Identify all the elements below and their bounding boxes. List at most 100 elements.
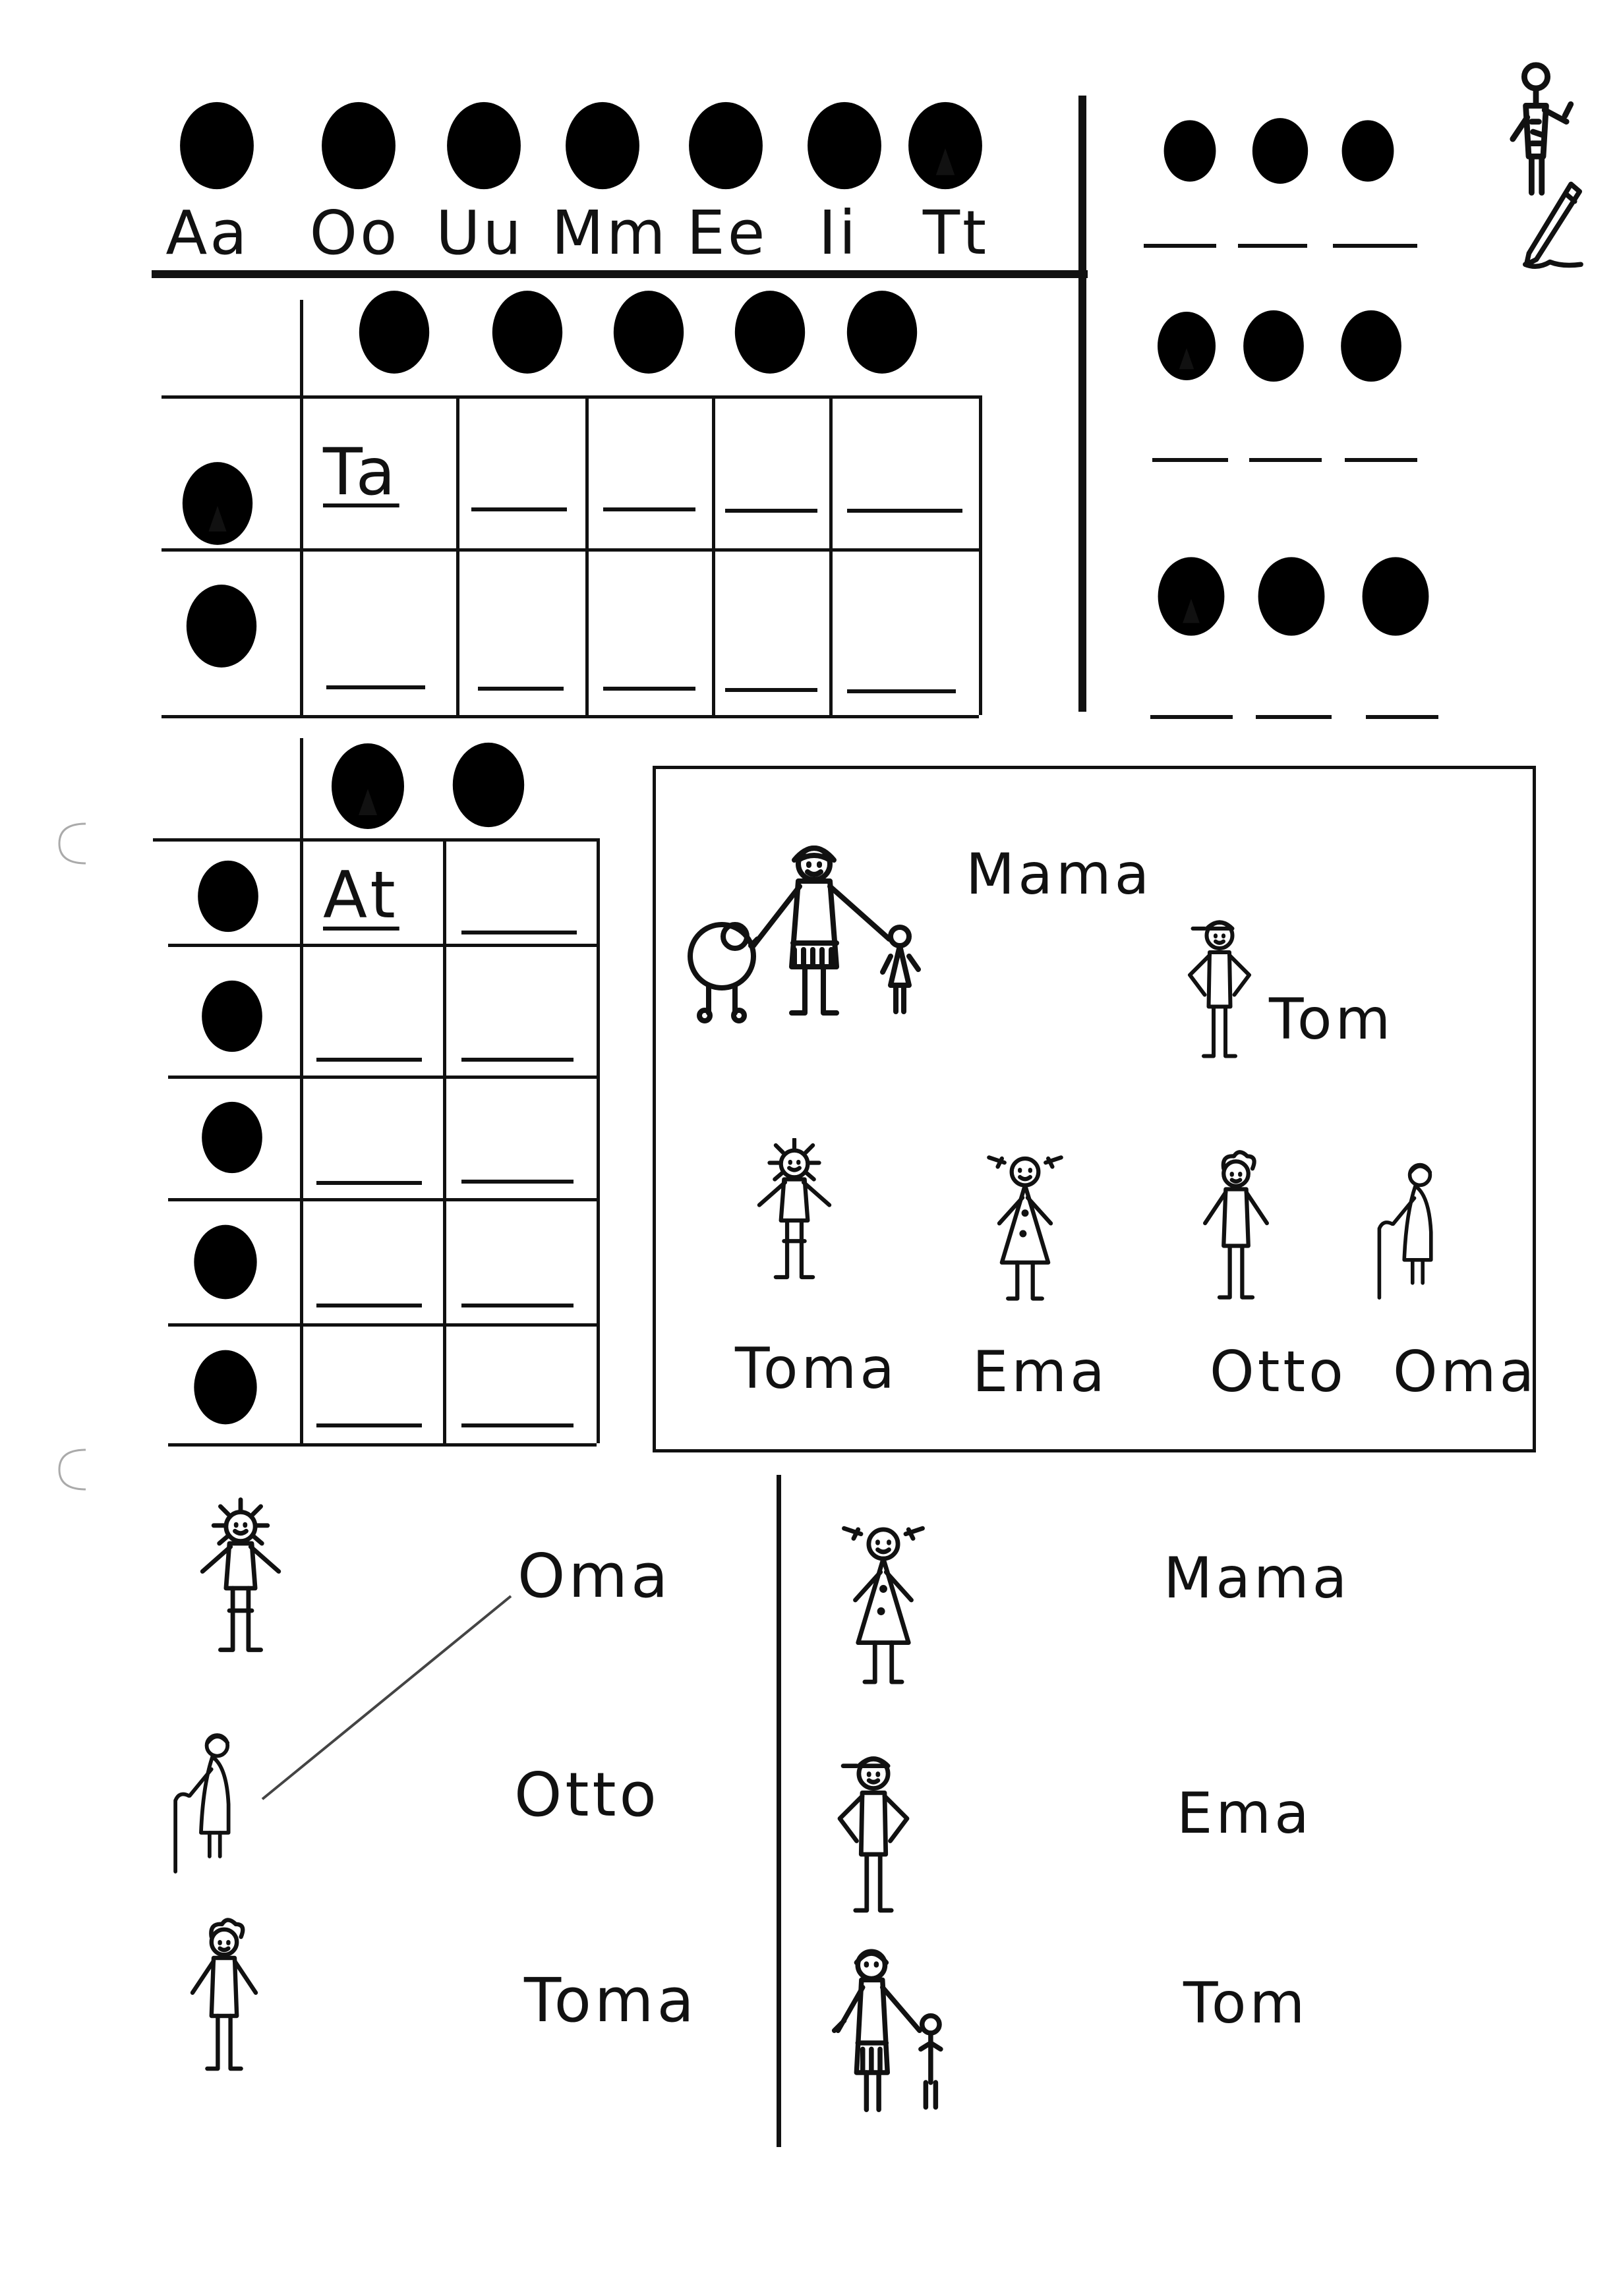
write-in-blank[interactable] (1345, 458, 1417, 462)
pen-icon (1510, 178, 1595, 277)
mouth-face-icon (199, 970, 265, 1062)
mouth-face-icon (318, 96, 399, 195)
name-label: Tom (1269, 987, 1394, 1052)
write-in-blank[interactable] (316, 1181, 422, 1185)
spiky-hair-child-figure-icon (742, 1138, 847, 1303)
table-rule (597, 838, 600, 1443)
mouth-face-icon (183, 579, 260, 674)
write-in-blank[interactable] (847, 689, 956, 693)
write-in-blank[interactable] (326, 685, 425, 689)
mouth-face-icon (446, 739, 531, 830)
name-label: Mama (966, 842, 1153, 907)
boy-with-cap-figure-icon (1170, 907, 1269, 1072)
mouth-face-icon (1162, 112, 1218, 190)
match-word: Toma (524, 1965, 697, 2036)
table-rule (300, 738, 303, 1443)
mouth-face-icon (905, 96, 986, 195)
example-syllable: At (323, 858, 399, 933)
boy-with-cap-figure-icon (817, 1740, 929, 1931)
mouth-face-icon (191, 1216, 260, 1308)
write-in-blank[interactable] (1366, 715, 1438, 719)
write-in-blank[interactable] (471, 507, 567, 511)
alphabet-letter: Mm (551, 198, 668, 268)
section-divider (152, 270, 1088, 278)
match-word: Mama (1163, 1545, 1351, 1611)
mouth-face-icon (444, 96, 524, 195)
alphabet-letter: Aa (165, 198, 250, 268)
write-in-blank[interactable] (1256, 715, 1332, 719)
mama-with-child-figure-icon (817, 1944, 962, 2142)
mouth-face-icon (195, 850, 261, 942)
mouth-face-icon (1255, 547, 1328, 646)
punch-hole-mark (58, 1449, 86, 1491)
write-in-blank[interactable] (725, 688, 817, 692)
write-in-blank[interactable] (603, 687, 695, 691)
mouth-face-icon (177, 96, 257, 195)
drawn-match-line[interactable] (257, 1588, 521, 1812)
write-in-blank[interactable] (1238, 244, 1307, 248)
mouth-face-icon (732, 285, 808, 380)
mouth-face-icon (1155, 300, 1218, 392)
girl-with-pigtails-figure-icon (972, 1151, 1078, 1316)
punch-hole-mark (58, 822, 86, 865)
section-divider (1078, 96, 1086, 712)
write-in-blank[interactable] (316, 1423, 422, 1427)
picture-box: Mama Tom Toma Ema Otto Oma (653, 766, 1536, 1452)
grandma-with-cane-figure-icon (1365, 1155, 1457, 1306)
table-rule (162, 548, 979, 552)
mouth-face-icon (1359, 547, 1432, 646)
table-rule (168, 944, 597, 947)
write-in-blank[interactable] (461, 1304, 574, 1307)
name-label: Toma (735, 1336, 898, 1402)
write-in-blank[interactable] (461, 931, 577, 934)
curly-hair-man-figure-icon (171, 1914, 277, 2086)
mouth-face-icon (804, 96, 885, 195)
write-in-blank[interactable] (316, 1058, 422, 1062)
table-rule (712, 395, 715, 715)
mouth-face-icon (844, 285, 920, 380)
alphabet-letter: Ii (818, 198, 859, 268)
mouth-face-icon (1250, 112, 1310, 190)
write-in-blank[interactable] (603, 507, 695, 511)
mouth-face-icon (686, 96, 766, 195)
alphabet-letter: Ee (686, 198, 768, 268)
table-rule (300, 300, 303, 715)
table-rule (153, 838, 599, 842)
table-rule (162, 395, 979, 399)
alphabet-letter: Oo (309, 198, 400, 268)
curly-hair-man-figure-icon (1183, 1148, 1289, 1313)
table-rule (162, 715, 979, 718)
mouth-face-icon (1155, 547, 1227, 646)
mouth-face-icon (179, 456, 256, 551)
write-in-blank[interactable] (1144, 244, 1216, 248)
write-in-blank[interactable] (461, 1423, 574, 1427)
table-rule (979, 395, 982, 715)
mouth-face-icon (489, 285, 566, 380)
name-label: Oma (1393, 1339, 1538, 1405)
mouth-face-icon (199, 1091, 265, 1184)
table-rule (168, 1198, 597, 1201)
table-rule (456, 395, 459, 715)
write-in-blank[interactable] (1333, 244, 1417, 248)
alphabet-letter: Uu (436, 198, 524, 268)
alphabet-letter: Tt (922, 198, 989, 268)
write-in-blank[interactable] (725, 509, 817, 513)
write-in-blank[interactable] (461, 1180, 574, 1184)
table-rule (168, 1076, 597, 1079)
mouth-face-icon (191, 1341, 260, 1433)
name-label: Otto (1210, 1339, 1347, 1405)
write-in-blank[interactable] (1152, 458, 1228, 462)
write-in-blank[interactable] (847, 509, 962, 513)
write-in-blank[interactable] (316, 1304, 422, 1307)
mouth-face-icon (610, 285, 687, 380)
table-rule (829, 395, 833, 715)
section-divider (777, 1475, 781, 2147)
mouth-face-icon (1338, 300, 1404, 392)
mouth-face-icon (1339, 112, 1396, 190)
write-in-blank[interactable] (1150, 715, 1233, 719)
write-in-blank[interactable] (1249, 458, 1322, 462)
mouth-face-icon (1241, 300, 1307, 392)
write-in-blank[interactable] (461, 1058, 574, 1062)
write-in-blank[interactable] (478, 687, 564, 691)
grandma-with-cane-figure-icon (158, 1727, 257, 1878)
